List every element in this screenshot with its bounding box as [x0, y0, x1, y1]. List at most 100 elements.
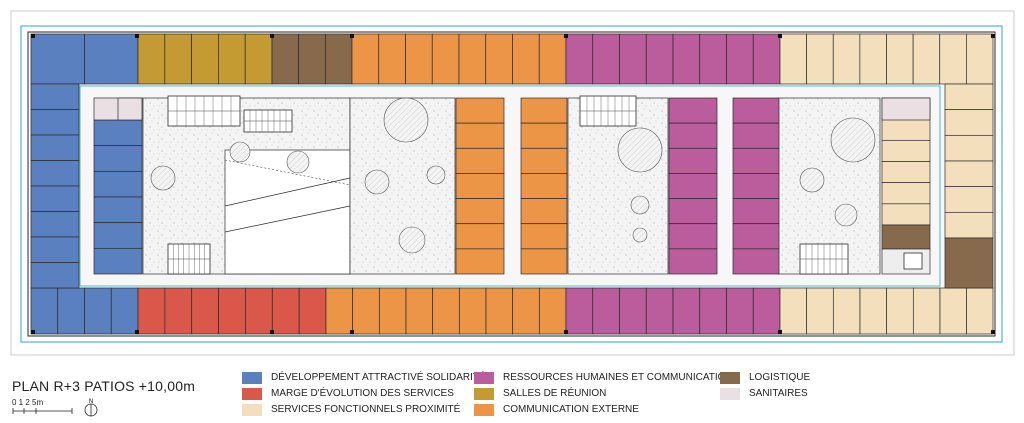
room-comm [520, 122, 568, 149]
legend-logistique-label: LOGISTIQUE [749, 372, 811, 383]
room-comm [538, 33, 567, 85]
room-comm [520, 173, 568, 199]
room-services [966, 33, 994, 85]
room-marge [271, 287, 300, 335]
room-dev [30, 236, 80, 263]
column-post [31, 34, 35, 38]
column-post [991, 330, 995, 334]
room-comm [325, 287, 354, 335]
legend-salles: SALLES DE RÉUNION [474, 386, 733, 401]
room-services [859, 33, 887, 85]
room-marge [137, 287, 166, 335]
column-post [564, 34, 568, 38]
legend-services-swatch [242, 403, 262, 416]
room-rh [752, 33, 781, 85]
room-services [779, 33, 807, 85]
room-dev [110, 287, 139, 335]
scale-bar: 0 1 2 5m [12, 398, 102, 418]
room-rh [668, 248, 718, 275]
room-rh [732, 223, 780, 250]
legend-sanitaires-swatch [720, 387, 740, 400]
column-post [350, 330, 354, 334]
column-post [991, 34, 995, 38]
room-dev [30, 185, 80, 212]
room-services [881, 139, 931, 162]
room-salles [244, 33, 273, 85]
legend-dev-label: DÉVELOPPEMENT ATTRACTIVÉ SOLIDARITÉ [271, 372, 486, 383]
tree [830, 117, 876, 163]
ramp-line [224, 205, 351, 233]
room-marge [245, 287, 273, 335]
room-marge [298, 287, 327, 335]
room-rh [668, 147, 718, 174]
room-rh [645, 33, 674, 85]
tree [364, 169, 390, 195]
room-rh [565, 33, 594, 85]
legend-sanitaires-label: SANITAIRES [749, 388, 808, 399]
legend-marge: MARGE D'ÉVOLUTION DES SERVICES [242, 386, 486, 401]
room-services [944, 109, 994, 136]
room-rh [732, 147, 780, 174]
legend-logistique: LOGISTIQUE [720, 370, 810, 385]
room-services [944, 186, 994, 213]
room-salles [164, 33, 192, 85]
room-comm [485, 33, 513, 85]
room-services [912, 287, 941, 335]
room-comm [458, 287, 487, 335]
corridor-line [79, 85, 941, 287]
legend-rh-swatch [474, 371, 494, 384]
room-logistique [944, 237, 994, 289]
column-post [31, 330, 35, 334]
room-services [881, 118, 931, 141]
room-rh [726, 33, 754, 85]
plan-lines [10, 10, 1015, 356]
ramp-line [224, 159, 351, 186]
room-dev [93, 170, 143, 198]
room-services [944, 211, 994, 239]
scale-bar-graphic [12, 408, 73, 414]
room-logistique [881, 224, 931, 250]
room-rh [668, 97, 718, 124]
room-rh [619, 287, 647, 335]
elevator-car [903, 252, 923, 270]
legend-col-1: DÉVELOPPEMENT ATTRACTIVÉ SOLIDARITÉ MARGE… [242, 370, 486, 418]
room-marge [191, 287, 219, 335]
room-comm [455, 147, 505, 174]
legend-comm-label: COMMUNICATION EXTERNE [503, 404, 639, 415]
room-logistique [271, 33, 300, 85]
room-comm [455, 122, 505, 149]
room-rh [592, 287, 620, 335]
legend-comm-swatch [474, 403, 494, 416]
room-dev [57, 287, 85, 335]
room-rh [699, 33, 727, 85]
room-salles [137, 33, 166, 85]
legend-marge-label: MARGE D'ÉVOLUTION DES SERVICES [271, 388, 454, 399]
room-comm [455, 248, 505, 275]
room-rh [732, 122, 780, 149]
room-comm [378, 287, 407, 335]
outer-frame [10, 10, 1015, 356]
north-arrow-icon: N [84, 399, 98, 417]
tree [150, 165, 176, 191]
void-stair [224, 149, 351, 275]
legend-logistique-swatch [720, 371, 740, 384]
room-comm [378, 33, 406, 85]
room-comm [431, 33, 460, 85]
room-rh [668, 122, 718, 149]
column-post [135, 330, 139, 334]
room-rh [668, 223, 718, 250]
legend-salles-label: SALLES DE RÉUNION [503, 388, 607, 399]
room-comm [512, 287, 540, 335]
legend-rh-label: RESSOURCES HUMAINES ET COMMUNICATION [503, 372, 733, 383]
tree [286, 150, 310, 174]
legend-sanitaires: SANITAIRES [720, 386, 810, 401]
room-services [806, 33, 834, 85]
room-comm [520, 248, 568, 275]
room-comm [352, 287, 380, 335]
room-dev [93, 145, 143, 172]
room-sanitaires [881, 97, 931, 121]
room-dev [30, 160, 80, 187]
scale-ticks: 0 1 2 5m [12, 398, 44, 407]
room-rh [619, 33, 647, 85]
